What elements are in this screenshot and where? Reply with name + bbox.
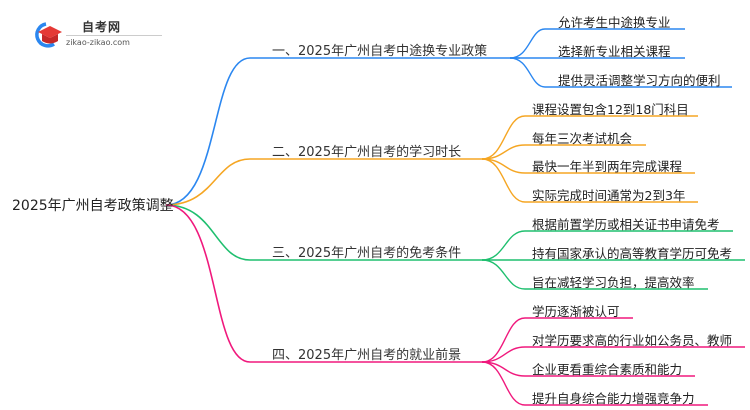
leaf-node: 实际完成时间通常为2到3年 bbox=[532, 188, 686, 203]
logo-divider bbox=[66, 35, 162, 36]
leaf-node: 对学历要求高的行业如公务员、教师 bbox=[532, 333, 733, 348]
leaf-node: 课程设置包含12到18门科目 bbox=[532, 102, 689, 117]
branch-node-2: 二、2025年广州自考的学习时长 bbox=[272, 145, 462, 160]
site-logo: 自考网 zikao-zikao.com bbox=[30, 20, 162, 50]
leaf-node: 学历逐渐被认可 bbox=[532, 304, 620, 319]
logo-title: 自考网 bbox=[82, 20, 122, 34]
logo-subtitle: zikao-zikao.com bbox=[66, 38, 130, 47]
leaf-node: 旨在减轻学习负担，提高效率 bbox=[532, 275, 695, 290]
graduation-cap-icon bbox=[35, 22, 62, 48]
leaf-node: 每年三次考试机会 bbox=[532, 131, 633, 146]
leaf-node: 提升自身综合能力增强竞争力 bbox=[532, 391, 695, 406]
leaf-node: 提供灵活调整学习方向的便利 bbox=[558, 73, 721, 88]
leaf-node: 最快一年半到两年完成课程 bbox=[532, 159, 683, 174]
branch-node-3: 三、2025年广州自考的免考条件 bbox=[272, 246, 462, 261]
leaf-node: 企业更看重综合素质和能力 bbox=[532, 362, 683, 377]
leaf-node: 持有国家承认的高等教育学历可免考 bbox=[532, 246, 733, 261]
branch-node-1: 一、2025年广州自考中途换专业政策 bbox=[272, 44, 488, 59]
mindmap-root-node: 2025年广州自考政策调整 bbox=[12, 198, 174, 214]
leaf-node: 选择新专业相关课程 bbox=[558, 44, 671, 59]
leaf-node: 根据前置学历或相关证书申请免考 bbox=[532, 217, 720, 232]
leaf-node: 允许考生中途换专业 bbox=[558, 15, 671, 30]
branch-node-4: 四、2025年广州自考的就业前景 bbox=[272, 348, 462, 363]
